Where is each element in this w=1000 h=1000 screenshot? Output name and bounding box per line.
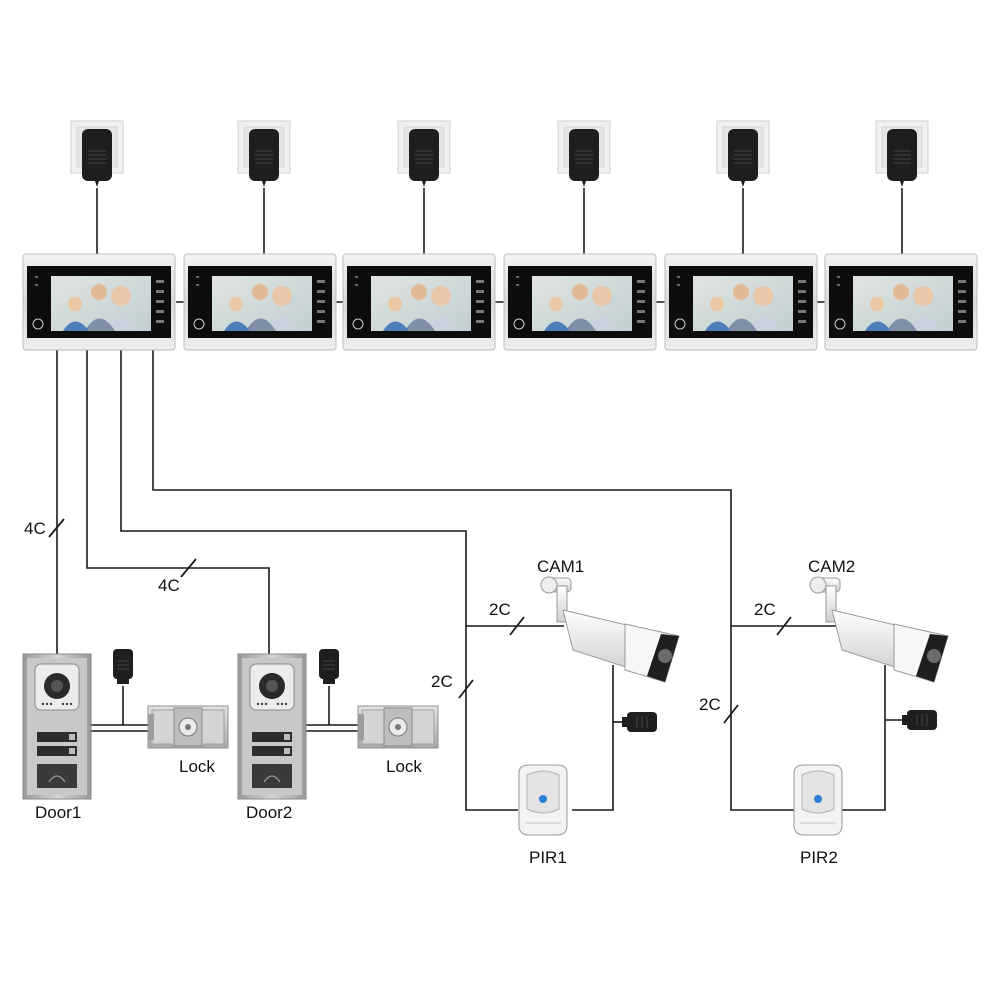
pir-sensor-1: [518, 764, 568, 836]
power-adapter-icon: [557, 120, 611, 188]
device-label-pir2: PIR2: [800, 848, 838, 867]
indoor-monitor-3: [342, 253, 496, 351]
indoor-monitor-5: [664, 253, 818, 351]
cable-label-door1: 4C: [24, 519, 46, 538]
cable-label-pir2: 2C: [699, 695, 721, 714]
device-label-door2: Door2: [246, 803, 292, 822]
device-label-cam1: CAM1: [537, 557, 584, 576]
cable-mark-cam1: [509, 616, 525, 636]
device-label-lock2: Lock: [386, 757, 422, 776]
pir2-power-adapter-icon: [901, 709, 938, 731]
cable-mark-cam2: [776, 616, 792, 636]
door2-wire: [86, 349, 270, 655]
cable-label-cam2: 2C: [754, 600, 776, 619]
cam2-trunk-wire: [152, 349, 794, 811]
device-label-door1: Door1: [35, 803, 81, 822]
cable-label-cam1: 2C: [489, 600, 511, 619]
monitor-power-adapters: [70, 120, 929, 188]
device-label-pir1: PIR1: [529, 848, 567, 867]
pir1-return-wire: [572, 665, 614, 811]
door-station-1: [22, 653, 92, 800]
electric-lock-2: [357, 705, 439, 749]
device-label-lock1: Lock: [179, 757, 215, 776]
lock2-power-adapter-icon: [318, 648, 340, 685]
power-adapter-icon: [397, 120, 451, 188]
bullet-camera-1: [540, 576, 680, 683]
indoor-monitor-1: [22, 253, 176, 351]
door-station-2: [237, 653, 307, 800]
cable-mark-pir2: [723, 704, 739, 724]
power-adapter-icon: [875, 120, 929, 188]
cable-label-door2: 4C: [158, 576, 180, 595]
power-adapter-icon: [716, 120, 770, 188]
device-label-cam2: CAM2: [808, 557, 855, 576]
electric-lock-1: [147, 705, 229, 749]
bullet-camera-2: [809, 576, 949, 683]
cam1-trunk-wire: [120, 349, 518, 811]
pir1-power-adapter-icon: [621, 711, 658, 733]
indoor-monitor-6: [824, 253, 978, 351]
indoor-monitor-2: [183, 253, 337, 351]
pir-sensor-2: [793, 764, 843, 836]
power-adapter-icon: [70, 120, 124, 188]
lock1-power-adapter-icon: [112, 648, 134, 685]
power-adapter-icon: [237, 120, 291, 188]
indoor-monitor-4: [503, 253, 657, 351]
labels: 4C 4C 2C 2C 2C 2C CAM1 CAM2 Door1 Door2 …: [24, 519, 855, 867]
cable-mark-pir1: [458, 679, 474, 699]
cable-marks: [48, 518, 792, 724]
cable-mark-door1: [48, 518, 65, 538]
cable-mark-door2: [180, 558, 197, 578]
cable-label-pir1: 2C: [431, 672, 453, 691]
pir2-return-wire: [842, 665, 886, 811]
